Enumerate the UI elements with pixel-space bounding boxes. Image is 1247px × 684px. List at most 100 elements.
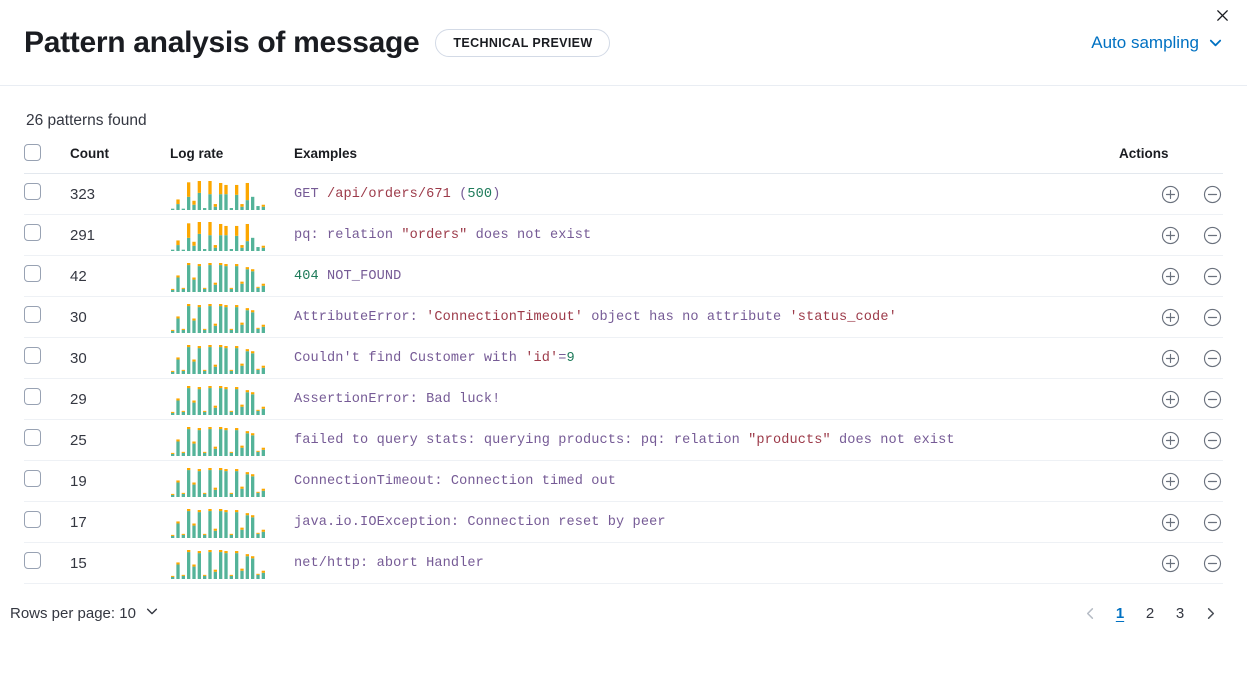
example-token: Couldn't find Customer with <box>294 350 526 366</box>
minus-in-circle-icon[interactable] <box>1202 225 1223 246</box>
sampling-selector[interactable]: Auto sampling <box>1091 33 1223 53</box>
table-row[interactable]: 30 AttributeError: 'ConnectionTimeout' o… <box>24 296 1223 338</box>
example-token: ) <box>492 186 501 202</box>
row-example: ConnectionTimeout: Connection timed out <box>294 460 1119 502</box>
example-token: 404 <box>294 268 319 284</box>
table-row[interactable]: 42 404 NOT_FOUND <box>24 255 1223 297</box>
row-checkbox[interactable] <box>24 511 41 528</box>
row-checkbox[interactable] <box>24 470 41 487</box>
pagination-page-3[interactable]: 3 <box>1175 604 1185 622</box>
row-example: java.io.IOException: Connection reset by… <box>294 501 1119 543</box>
row-log-rate-sparkline <box>170 173 294 215</box>
example-token: does not exist <box>467 227 592 243</box>
example-token: object has no attribute <box>583 309 790 325</box>
row-count: 291 <box>70 214 170 256</box>
minus-in-circle-icon[interactable] <box>1202 389 1223 410</box>
row-select-cell <box>24 173 70 215</box>
row-checkbox[interactable] <box>24 224 41 241</box>
example-token: net/http: abort Handler <box>294 555 484 571</box>
minus-in-circle-icon[interactable] <box>1202 184 1223 205</box>
row-example: AttributeError: 'ConnectionTimeout' obje… <box>294 296 1119 338</box>
row-checkbox[interactable] <box>24 183 41 200</box>
row-checkbox[interactable] <box>24 347 41 364</box>
table-row[interactable]: 19 ConnectionTimeout: Connection timed o… <box>24 460 1223 502</box>
plus-in-circle-icon[interactable] <box>1160 266 1181 287</box>
technical-preview-badge: TECHNICAL PREVIEW <box>435 28 611 57</box>
row-log-rate-sparkline <box>170 460 294 502</box>
plus-in-circle-icon[interactable] <box>1160 225 1181 246</box>
row-checkbox[interactable] <box>24 388 41 405</box>
row-example: failed to query stats: querying products… <box>294 419 1119 461</box>
example-token: 'ConnectionTimeout' <box>426 309 584 325</box>
example-token: 'id' <box>525 350 559 366</box>
plus-in-circle-icon[interactable] <box>1160 184 1181 205</box>
row-actions <box>1119 419 1223 461</box>
row-actions <box>1119 214 1223 256</box>
plus-in-circle-icon[interactable] <box>1160 553 1181 574</box>
row-count: 30 <box>70 296 170 338</box>
pagination-page-2[interactable]: 2 <box>1145 604 1155 622</box>
row-count: 25 <box>70 419 170 461</box>
row-select-cell <box>24 542 70 584</box>
row-select-cell <box>24 419 70 461</box>
example-token: java.io.IOException: Connection reset by… <box>294 514 666 530</box>
pagination: 1 2 3 <box>1077 600 1223 626</box>
chevron-down-icon <box>1208 35 1223 50</box>
panel-header: Pattern analysis of message TECHNICAL PR… <box>0 0 1247 86</box>
row-checkbox[interactable] <box>24 552 41 569</box>
row-checkbox[interactable] <box>24 265 41 282</box>
row-log-rate-sparkline <box>170 255 294 297</box>
minus-in-circle-icon[interactable] <box>1202 553 1223 574</box>
table-header-row: Count Log rate Examples Actions <box>24 144 1223 174</box>
row-select-cell <box>24 255 70 297</box>
plus-in-circle-icon[interactable] <box>1160 307 1181 328</box>
row-select-cell <box>24 501 70 543</box>
table-row[interactable]: 323 GET /api/orders/671 (500) <box>24 173 1223 215</box>
panel-footer: Rows per page: 10 1 2 3 <box>0 584 1247 626</box>
row-actions <box>1119 337 1223 379</box>
plus-in-circle-icon[interactable] <box>1160 512 1181 533</box>
minus-in-circle-icon[interactable] <box>1202 471 1223 492</box>
minus-in-circle-icon[interactable] <box>1202 266 1223 287</box>
minus-in-circle-icon[interactable] <box>1202 348 1223 369</box>
row-actions <box>1119 296 1223 338</box>
plus-in-circle-icon[interactable] <box>1160 430 1181 451</box>
plus-in-circle-icon[interactable] <box>1160 348 1181 369</box>
row-log-rate-sparkline <box>170 501 294 543</box>
plus-in-circle-icon[interactable] <box>1160 471 1181 492</box>
table-row[interactable]: 25 failed to query stats: querying produ… <box>24 419 1223 461</box>
row-checkbox[interactable] <box>24 429 41 446</box>
example-token: ( <box>450 186 468 202</box>
example-token: failed to query stats: querying products… <box>294 432 749 448</box>
column-header-count[interactable]: Count <box>70 144 170 174</box>
rows-per-page-selector[interactable]: Rows per page: 10 <box>10 604 159 622</box>
table-row[interactable]: 30 Couldn't find Customer with 'id'=9 <box>24 337 1223 379</box>
row-select-cell <box>24 214 70 256</box>
column-header-examples[interactable]: Examples <box>294 144 1119 174</box>
plus-in-circle-icon[interactable] <box>1160 389 1181 410</box>
example-token: 500 <box>467 186 493 202</box>
example-token: "products" <box>748 432 831 448</box>
chevron-right-icon[interactable] <box>1197 600 1223 626</box>
minus-in-circle-icon[interactable] <box>1202 307 1223 328</box>
table-row[interactable]: 17 java.io.IOException: Connection reset… <box>24 501 1223 543</box>
column-header-log-rate[interactable]: Log rate <box>170 144 294 174</box>
table-row[interactable]: 29 AssertionError: Bad luck! <box>24 378 1223 420</box>
select-all-header <box>24 144 70 174</box>
row-checkbox[interactable] <box>24 306 41 323</box>
patterns-table-header: Count Log rate Examples Actions <box>24 144 1223 174</box>
table-row[interactable]: 291 pq: relation "orders" does not exist <box>24 214 1223 256</box>
row-log-rate-sparkline <box>170 296 294 338</box>
pagination-page-1[interactable]: 1 <box>1115 604 1125 622</box>
select-all-checkbox[interactable] <box>24 144 41 161</box>
table-row[interactable]: 15 net/http: abort Handler <box>24 542 1223 584</box>
example-token: AttributeError: <box>294 309 427 325</box>
row-actions <box>1119 501 1223 543</box>
chevron-left-icon[interactable] <box>1077 600 1103 626</box>
row-actions <box>1119 460 1223 502</box>
minus-in-circle-icon[interactable] <box>1202 430 1223 451</box>
row-count: 17 <box>70 501 170 543</box>
close-icon[interactable] <box>1209 2 1235 28</box>
row-actions <box>1119 378 1223 420</box>
minus-in-circle-icon[interactable] <box>1202 512 1223 533</box>
